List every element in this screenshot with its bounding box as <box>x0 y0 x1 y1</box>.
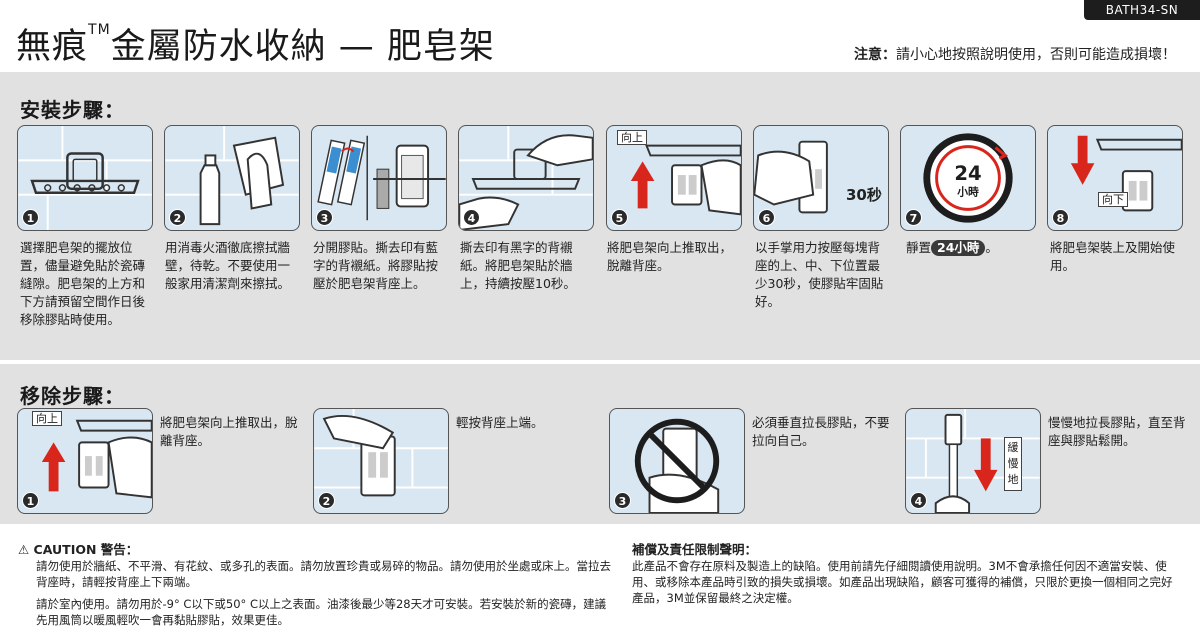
direction-label-slowly: 緩慢地 <box>1004 437 1022 491</box>
caution-text-2: 請於室內使用。請勿用於-9° C以下或50° C以上之表面。油漆後最少等28天才… <box>36 597 607 627</box>
adhesive-strips-graphic <box>317 135 446 221</box>
install-step-5-illustration: 向上 5 <box>606 125 742 231</box>
trademark-mark: TM <box>88 22 111 38</box>
step-number-badge: 2 <box>169 209 186 226</box>
step-number-badge: 4 <box>910 492 927 509</box>
install-step-7-illustration: 24 小時 7 <box>900 125 1036 231</box>
install-step-8-illustration: 向下 8 <box>1047 125 1183 231</box>
remove-step-4-illustration: 緩慢地 4 <box>905 408 1041 514</box>
remove-step-1-illustration: 向上 1 <box>17 408 153 514</box>
install-step-1-illustration: 1 <box>17 125 153 231</box>
prohibited-icon <box>634 418 720 513</box>
caution-heading: ⚠ CAUTION 警告： <box>18 542 139 557</box>
direction-label-up: 向上 <box>32 411 62 426</box>
step-number-badge: 3 <box>614 492 631 509</box>
install-step-2-text: 用消毒火酒徹底擦拭牆壁，待乾。不要使用一般家用清潔劑來擦拭。 <box>165 240 291 291</box>
rest-text: 靜置 <box>906 240 932 255</box>
notice-label: 注意： <box>854 47 896 63</box>
direction-label-up: 向上 <box>617 130 647 145</box>
step-number-badge: 1 <box>22 209 39 226</box>
remove-step-1-text: 將肥皂架向上推取出，脫離背座。 <box>160 415 298 448</box>
install-step-8-text: 將肥皂架裝上及開始使用。 <box>1050 240 1176 273</box>
slide-down-graphic <box>1070 135 1182 212</box>
warranty-heading: 補償及責任限制聲明： <box>632 542 758 557</box>
press-top-graphic <box>314 409 448 497</box>
install-step-4-illustration: 4 <box>458 125 594 231</box>
palm-press-graphic <box>754 140 828 214</box>
direction-label-down: 向下 <box>1098 192 1128 207</box>
step-number-badge: 3 <box>316 209 333 226</box>
install-step-1-text: 選擇肥皂架的擺放位置，儘量避免貼於瓷磚縫隙。肥皂架的上方和下方請預留空間作日後移… <box>20 240 146 327</box>
step-number-badge: 4 <box>463 209 480 226</box>
clock-hours-unit: 小時 <box>956 186 979 199</box>
push-up-graphic <box>41 419 152 499</box>
press-shelf-graphic <box>459 126 593 230</box>
alcohol-wipe-graphic <box>165 126 299 226</box>
install-step-2-illustration: 2 <box>164 125 300 231</box>
product-code: BATH34-SN <box>1084 0 1200 20</box>
step-number-badge: 8 <box>1052 209 1069 226</box>
install-step-5-text: 將肥皂架向上推取出，脫離背座。 <box>607 240 733 273</box>
install-step-6-text: 以手掌用力按壓每塊背座的上、中、下位置最少30秒，使膠貼牢固貼好。 <box>755 240 884 309</box>
remove-heading: 移除步驟： <box>20 384 125 408</box>
step-number-badge: 7 <box>905 209 922 226</box>
notice-text: 請小心地按照說明使用，否則可能造成損壞！ <box>896 47 1176 63</box>
remove-step-2-illustration: 2 <box>313 408 449 514</box>
warranty-text: 此產品不會存在原料及製造上的缺陷。使用前請先仔細閱讀使用說明。3M不會承擔任何因… <box>632 559 1173 605</box>
install-heading: 安裝步驟： <box>20 98 125 122</box>
remove-step-4-text: 慢慢地拉長膠貼，直至背座與膠貼鬆開。 <box>1048 415 1186 448</box>
title-brand: 無痕 <box>16 27 89 67</box>
remove-step-3-illustration: 3 <box>609 408 745 514</box>
clock-icon: 24 小時 <box>923 133 1013 223</box>
notice: 注意：請小心地按照說明使用，否則可能造成損壞！ <box>854 44 1176 64</box>
tile-wall-graphic <box>18 126 152 230</box>
push-up-graphic <box>630 144 741 216</box>
remove-step-2-text: 輕按背座上端。 <box>456 415 544 430</box>
install-step-3-illustration: 3 <box>311 125 447 231</box>
step-number-badge: 2 <box>318 492 335 509</box>
step-number-badge: 1 <box>22 492 39 509</box>
clock-hours-number: 24 <box>954 162 981 185</box>
install-step-6-illustration: 30秒 6 <box>753 125 889 231</box>
remove-step-3-text: 必須垂直拉長膠貼，不要拉向自己。 <box>752 415 890 448</box>
caution-text-1: 請勿使用於牆紙、不平滑、有花紋、或多孔的表面。請勿放置珍貴或易碎的物品。請勿使用… <box>36 559 611 589</box>
install-step-4-text: 撕去印有黑字的背襯紙。將肥皂架貼於牆上，持續按壓10秒。 <box>460 240 576 291</box>
page-title: 無痕TM金屬防水收納 — 肥皂架 <box>16 18 495 69</box>
title-text: 金屬防水收納 — 肥皂架 <box>110 27 495 67</box>
install-step-3-text: 分開膠貼。撕去印有藍字的背襯紙。將膠貼按壓於肥皂架背座上。 <box>313 240 439 291</box>
step-number-badge: 5 <box>611 209 628 226</box>
rest-duration-badge: 24小時 <box>931 240 986 256</box>
press-duration-label: 30秒 <box>846 186 882 204</box>
step-number-badge: 6 <box>758 209 775 226</box>
